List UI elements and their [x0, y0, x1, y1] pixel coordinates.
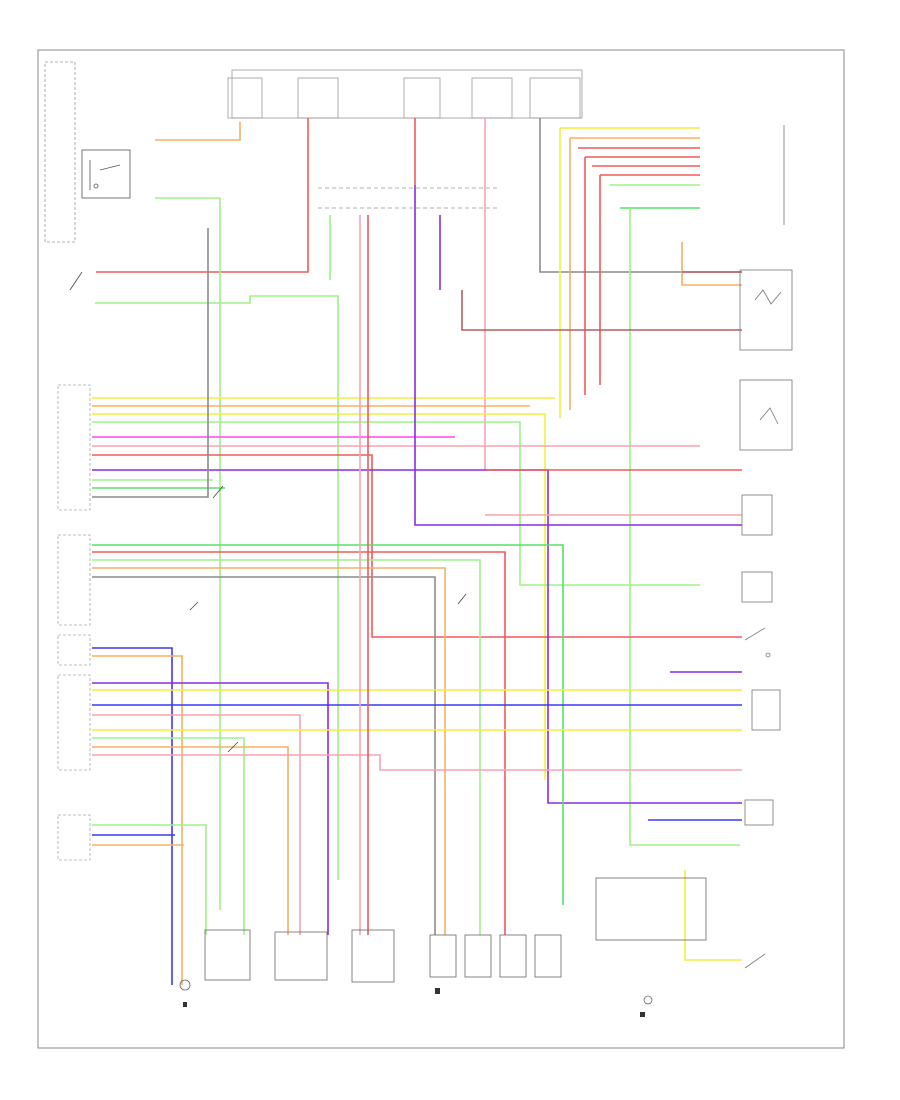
engine-control-module-block [57, 384, 91, 861]
circuit-opening-relay [81, 149, 131, 199]
wire-orange [92, 567, 446, 935]
wire-red [92, 551, 506, 935]
wire-violet [414, 185, 742, 526]
wire-light-green [92, 824, 207, 935]
wire-pink [92, 714, 301, 935]
wire-gray [92, 576, 436, 935]
wire-yellow [92, 413, 546, 780]
wire-orange [92, 746, 289, 935]
bottom-components [179, 877, 707, 1005]
wire-yellow [684, 870, 742, 961]
wire-orange [155, 122, 241, 141]
switches [69, 271, 467, 753]
wire-light-green [92, 559, 481, 935]
diagram-border [37, 49, 845, 1049]
wire-brown [461, 290, 742, 331]
wire-light-green [155, 197, 221, 910]
wire-gray [539, 118, 742, 273]
wire-orange [681, 242, 742, 286]
wire-light-green [92, 737, 245, 935]
wire-pink [92, 754, 742, 771]
wire-violet [92, 469, 742, 804]
wire-red [92, 454, 742, 638]
wire-red [96, 118, 309, 273]
power-distribution-boxes [44, 61, 583, 243]
ground-symbols [183, 988, 645, 1017]
right-side-components [739, 125, 793, 969]
wire-blue [92, 647, 173, 985]
wire-violet [92, 682, 329, 935]
wire-harness [92, 118, 742, 985]
wire-light-green [95, 295, 339, 880]
wire-gray [92, 228, 209, 498]
wire-light-green [92, 421, 700, 586]
wire-light-green [629, 208, 740, 846]
wire-green [92, 544, 564, 905]
wire-orange [92, 655, 183, 985]
